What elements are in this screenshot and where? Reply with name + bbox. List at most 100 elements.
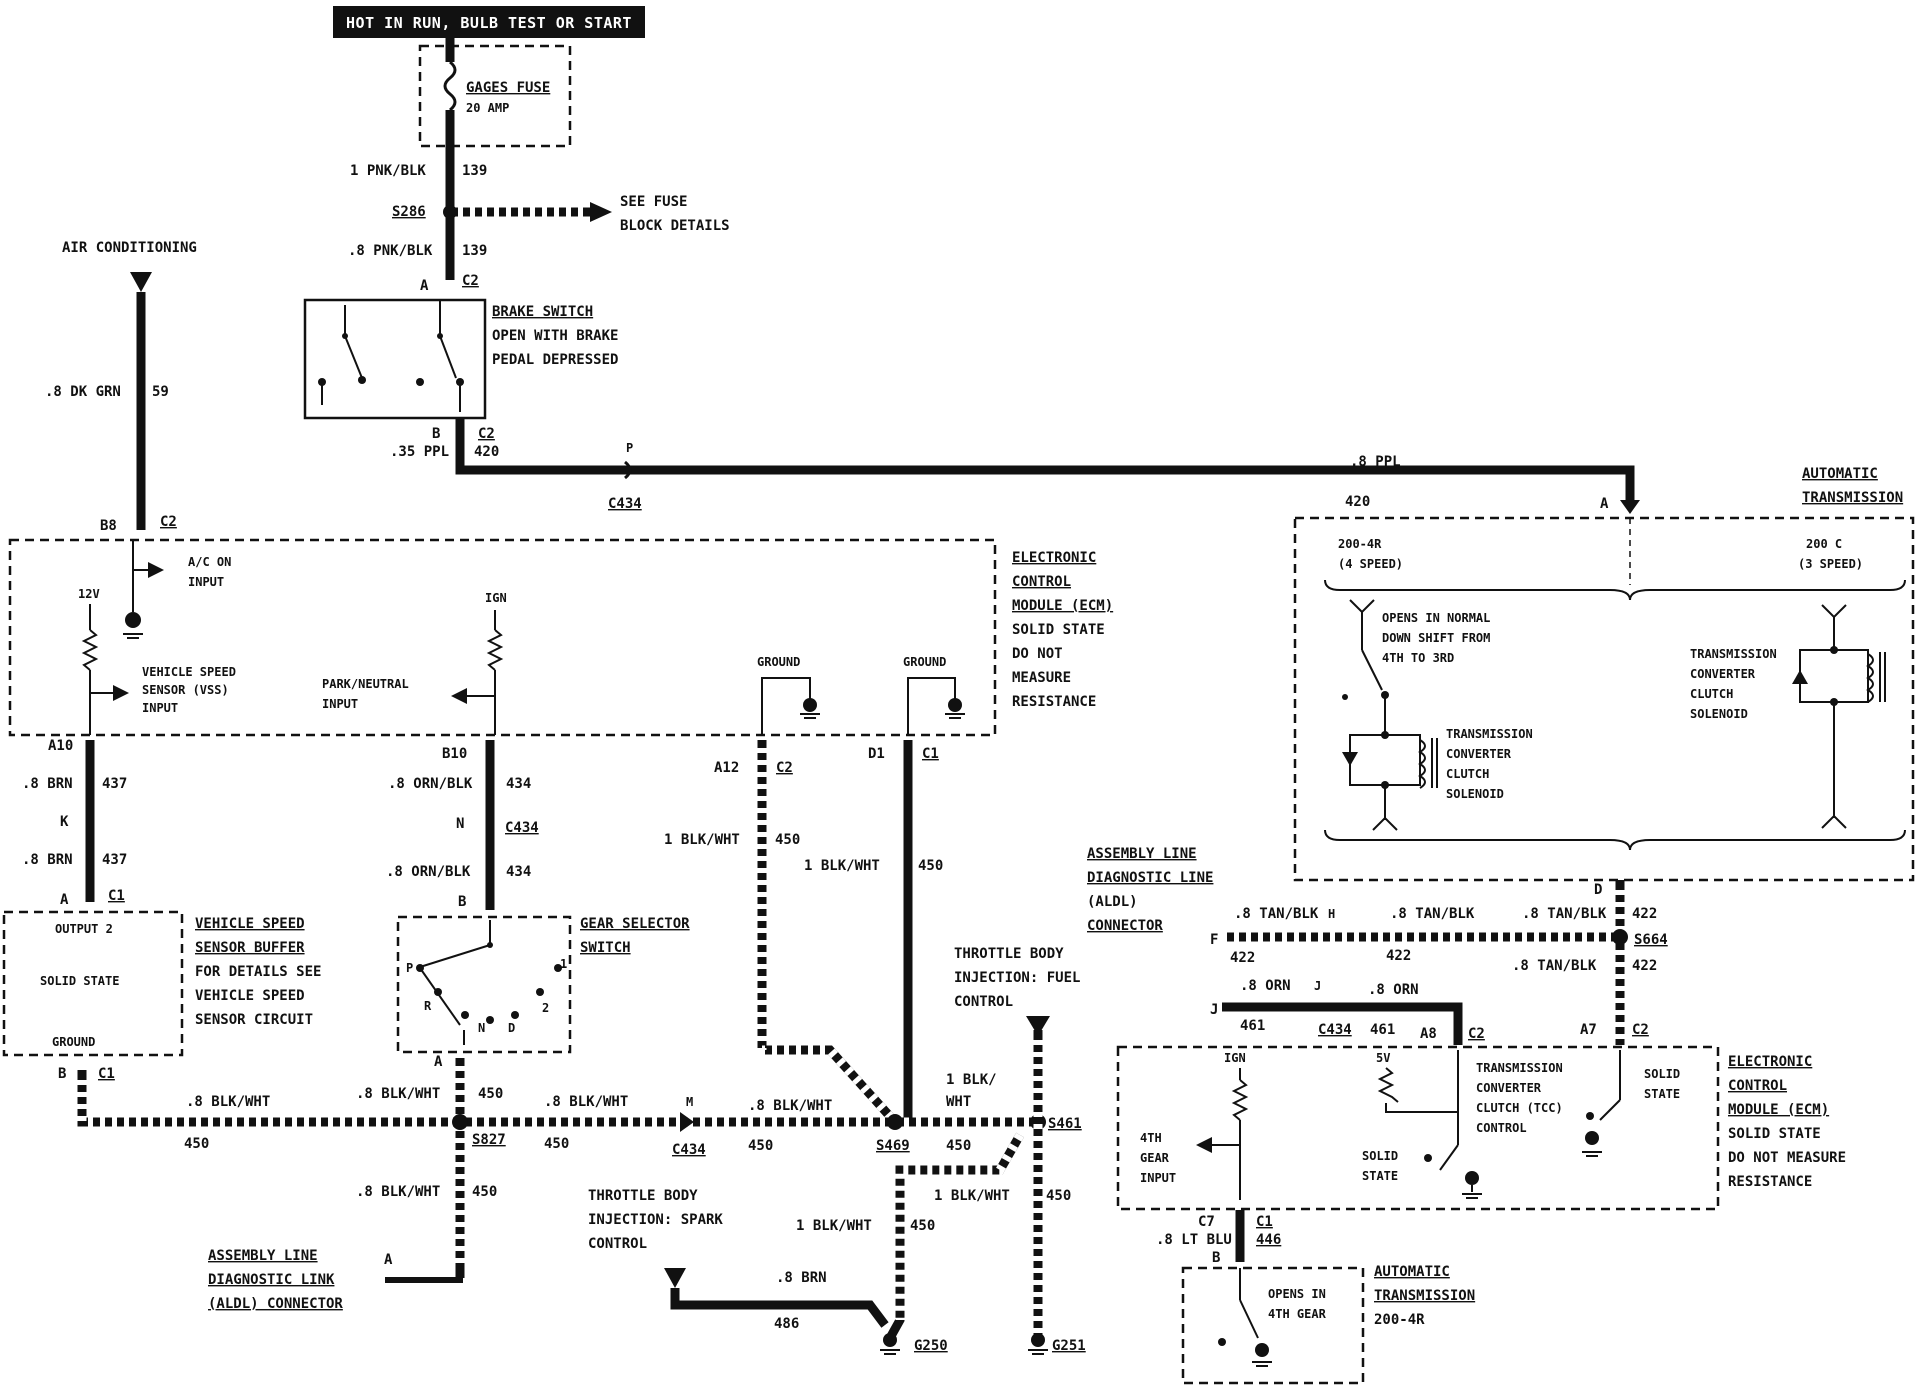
throttle-fuel-label: INJECTION: FUEL — [954, 970, 1080, 986]
tcc-control-label: CONTROL — [1476, 1121, 1527, 1135]
power-source-label: HOT IN RUN, BULB TEST OR START — [333, 6, 645, 38]
vss-input-label: VEHICLE SPEED — [142, 665, 236, 679]
wire-gauge: WHT — [946, 1094, 971, 1110]
aldl-right-label: ASSEMBLY LINE — [1087, 846, 1197, 862]
pin-label: P — [626, 441, 633, 455]
ac-input-label: INPUT — [188, 575, 224, 589]
connector-label: C2 — [1468, 1026, 1485, 1042]
wire-gauge: 1 BLK/WHT — [804, 858, 880, 874]
splice-label: S664 — [1634, 932, 1668, 948]
switch-icon — [1342, 599, 1389, 735]
pin-label: A8 — [1420, 1026, 1437, 1042]
wire-gauge: .8 ORN/BLK — [388, 776, 473, 792]
connector-label: C7 — [1198, 1214, 1215, 1230]
aldl-label: DIAGNOSTIC LINK — [208, 1272, 335, 1288]
buffer-solid-label: SOLID STATE — [40, 974, 119, 988]
aldl-right-label: (ALDL) — [1087, 894, 1138, 910]
voltage-label: 5V — [1376, 1051, 1390, 1065]
transmission-title: AUTOMATIC — [1802, 466, 1878, 482]
pin-label: A — [60, 892, 69, 908]
wire-gauge: .8 BLK/WHT — [356, 1086, 440, 1102]
ecm-note: DO NOT — [1012, 646, 1063, 662]
diode-icon — [1792, 670, 1808, 684]
wire-gauge: .8 BLK/WHT — [748, 1098, 832, 1114]
pin-label: B — [432, 426, 440, 442]
ecm-title: MODULE (ECM) — [1728, 1102, 1829, 1118]
pin-label: H — [1328, 907, 1335, 921]
connector-label: C2 — [462, 273, 479, 289]
tcc-switch-note: DOWN SHIFT FROM — [1382, 631, 1490, 645]
circuit-number: 437 — [102, 776, 127, 792]
circuit-number: 446 — [1256, 1232, 1281, 1248]
circuit-number: 422 — [1386, 948, 1411, 964]
tcc-solenoid-label: TRANSMISSION — [1446, 727, 1533, 741]
wire-gauge: .8 TAN/BLK — [1390, 906, 1475, 922]
tcc-solenoid-label: TRANSMISSION — [1690, 647, 1777, 661]
pin-label: D1 — [868, 746, 885, 762]
voltage-label: 12V — [78, 587, 100, 601]
transmission-type: (3 SPEED) — [1798, 557, 1863, 571]
circuit-number: 437 — [102, 852, 127, 868]
pin-label: A — [420, 278, 429, 294]
ecm-title: CONTROL — [1728, 1078, 1787, 1094]
park-neutral-label: INPUT — [322, 697, 358, 711]
throttle-fuel-label: CONTROL — [954, 994, 1013, 1010]
circuit-number: 422 — [1632, 958, 1657, 974]
brake-switch-box — [303, 298, 487, 420]
solid-state-label: SOLID — [1362, 1149, 1398, 1163]
pin-label: D — [1594, 882, 1602, 898]
circuit-number: 461 — [1240, 1018, 1265, 1034]
wire-gauge: .8 DK GRN — [45, 384, 121, 400]
ecm-note: MEASURE — [1012, 670, 1071, 686]
gear-position-label: N — [478, 1021, 485, 1035]
ground-label: GROUND — [903, 655, 946, 669]
solid-state-label: SOLID — [1644, 1067, 1680, 1081]
tcc-solenoid-label: CLUTCH — [1446, 767, 1489, 781]
transmission-type: (4 SPEED) — [1338, 557, 1403, 571]
gear-switch-title: GEAR SELECTOR — [580, 916, 690, 932]
buffer-output-label: OUTPUT 2 — [55, 922, 113, 936]
ground-icon — [1252, 1361, 1272, 1367]
circuit-number: 450 — [478, 1086, 503, 1102]
ground-icon — [880, 1333, 900, 1355]
transmission-title: TRANSMISSION — [1374, 1288, 1475, 1304]
tcc-solenoid-label: SOLENOID — [1690, 707, 1748, 721]
arrow-icon — [664, 1268, 686, 1288]
wire-gauge: .8 ORN/BLK — [386, 864, 471, 880]
resistor-icon — [1231, 1079, 1249, 1121]
coil-icon — [1866, 653, 1874, 703]
ground-label: GROUND — [757, 655, 800, 669]
pin-label: B — [458, 894, 466, 910]
circuit-number: 422 — [1632, 906, 1657, 922]
splice-label: S469 — [876, 1138, 910, 1154]
ecm-note: RESISTANCE — [1728, 1174, 1812, 1190]
circuit-number: 450 — [748, 1138, 773, 1154]
connector-label: C2 — [160, 514, 177, 530]
svg-text:HOT IN RUN, BULB TEST OR START: HOT IN RUN, BULB TEST OR START — [346, 14, 632, 32]
ground-icon — [800, 713, 820, 719]
tcc-solenoid-label: CONVERTER — [1690, 667, 1756, 681]
pin-label: A10 — [48, 738, 73, 754]
aldl-label: (ALDL) CONNECTOR — [208, 1296, 343, 1312]
pin-label: A — [1600, 496, 1609, 512]
connector-label: C1 — [108, 888, 125, 904]
buffer-desc: SENSOR BUFFER — [195, 940, 305, 956]
circuit-number: 139 — [462, 163, 487, 179]
connector-label: C2 — [1632, 1022, 1649, 1038]
ground-label: G251 — [1052, 1338, 1086, 1354]
circuit-number: 450 — [775, 832, 800, 848]
circuit-number: 139 — [462, 243, 487, 259]
gear-input-label: 4TH — [1140, 1131, 1162, 1145]
gear-position-label: R — [424, 999, 432, 1013]
gear-switch-title: SWITCH — [580, 940, 631, 956]
aldl-right-label: DIAGNOSTIC LINE — [1087, 870, 1213, 886]
ecm-title: ELECTRONIC — [1728, 1054, 1812, 1070]
brake-switch-desc: OPEN WITH BRAKE — [492, 328, 618, 344]
connector-label: C434 — [672, 1142, 706, 1158]
wire-gauge: 1 BLK/WHT — [796, 1218, 872, 1234]
tcc-solenoid-label: CONVERTER — [1446, 747, 1512, 761]
ground-icon — [1462, 1193, 1482, 1199]
connector-label: C2 — [478, 426, 495, 442]
tcc-control-label: TRANSMISSION — [1476, 1061, 1563, 1075]
ign-label: IGN — [1224, 1051, 1246, 1065]
